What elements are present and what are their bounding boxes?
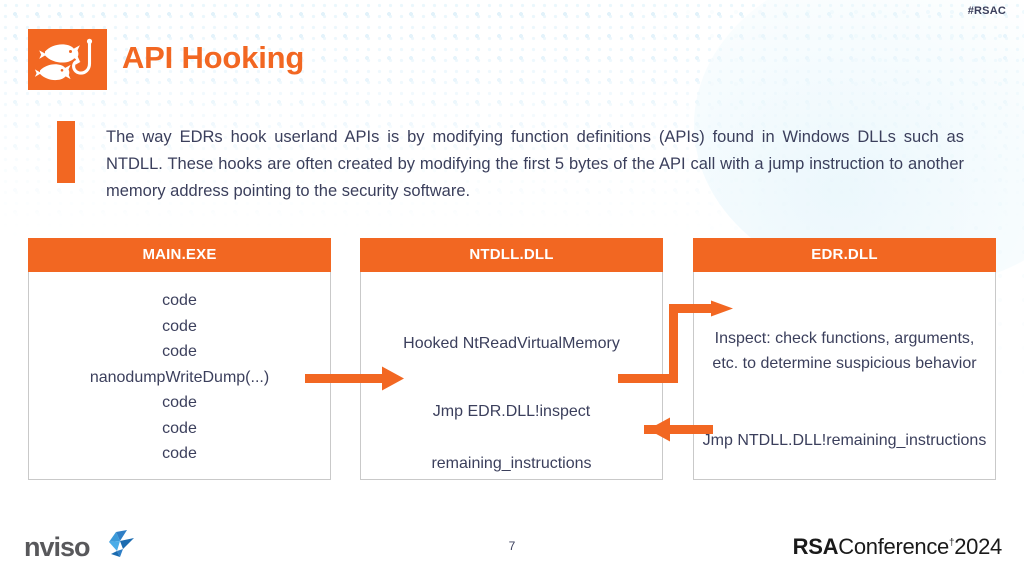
list-item: code: [162, 292, 197, 309]
list-item: code: [162, 394, 197, 411]
paragraph-accent-bar: [57, 121, 75, 183]
list-item: code: [162, 419, 197, 437]
list-item: code: [162, 343, 197, 360]
edr-jmp-back-instruction: Jmp NTDLL.DLL!remaining_instructions: [702, 432, 987, 449]
panel-edr-dll: EDR.DLL Inspect: check functions, argume…: [693, 238, 996, 480]
trademark-mark: †: [948, 537, 955, 549]
diagram-panels: MAIN.EXE code code code nanodumpWriteDum…: [0, 238, 1024, 500]
nviso-logo: nviso: [24, 530, 134, 565]
nviso-wordmark: nviso: [24, 532, 91, 562]
panel-body-ntdll-dll: Hooked NtReadVirtualMemory Jmp EDR.DLL!i…: [360, 272, 663, 480]
rsa-brand-regular: Conference: [838, 534, 949, 559]
code-line-list: code code code nanodumpWriteDump(...) co…: [29, 272, 330, 467]
panel-ntdll-dll: NTDLL.DLL Hooked NtReadVirtualMemory Jmp…: [360, 238, 663, 480]
list-item: code: [162, 317, 197, 335]
page-number: 7: [508, 539, 516, 553]
fish-hook-icon: [28, 29, 107, 90]
page-title: API Hooking: [122, 40, 305, 75]
panel-header-main-exe: MAIN.EXE: [28, 238, 331, 272]
ntdll-hooked-function: Hooked NtReadVirtualMemory: [403, 335, 620, 352]
conference-hashtag: #RSAC: [967, 5, 1006, 17]
rsa-brand-bold: RSA: [792, 534, 839, 559]
intro-paragraph: The way EDRs hook userland APIs is by mo…: [106, 128, 964, 200]
ntdll-remaining-instructions: remaining_instructions: [431, 455, 592, 472]
panel-main-exe: MAIN.EXE code code code nanodumpWriteDum…: [28, 238, 331, 480]
panel-body-edr-dll: Inspect: check functions, arguments, etc…: [693, 272, 996, 480]
ntdll-jmp-instruction: Jmp EDR.DLL!inspect: [432, 403, 591, 420]
origami-bird-icon: [96, 530, 134, 565]
list-item-nanodump-call: nanodumpWriteDump(...): [89, 368, 270, 386]
rsa-conference-branding: RSAConference†2024: [792, 534, 1003, 559]
panel-header-ntdll-dll: NTDLL.DLL: [360, 238, 663, 272]
rsa-brand-year: 2024: [954, 534, 1002, 559]
panel-body-main-exe: code code code nanodumpWriteDump(...) co…: [28, 272, 331, 480]
panel-header-edr-dll: EDR.DLL: [693, 238, 996, 272]
edr-inspect-description: Inspect: check functions, arguments, etc…: [712, 330, 977, 372]
list-item: code: [162, 445, 197, 462]
